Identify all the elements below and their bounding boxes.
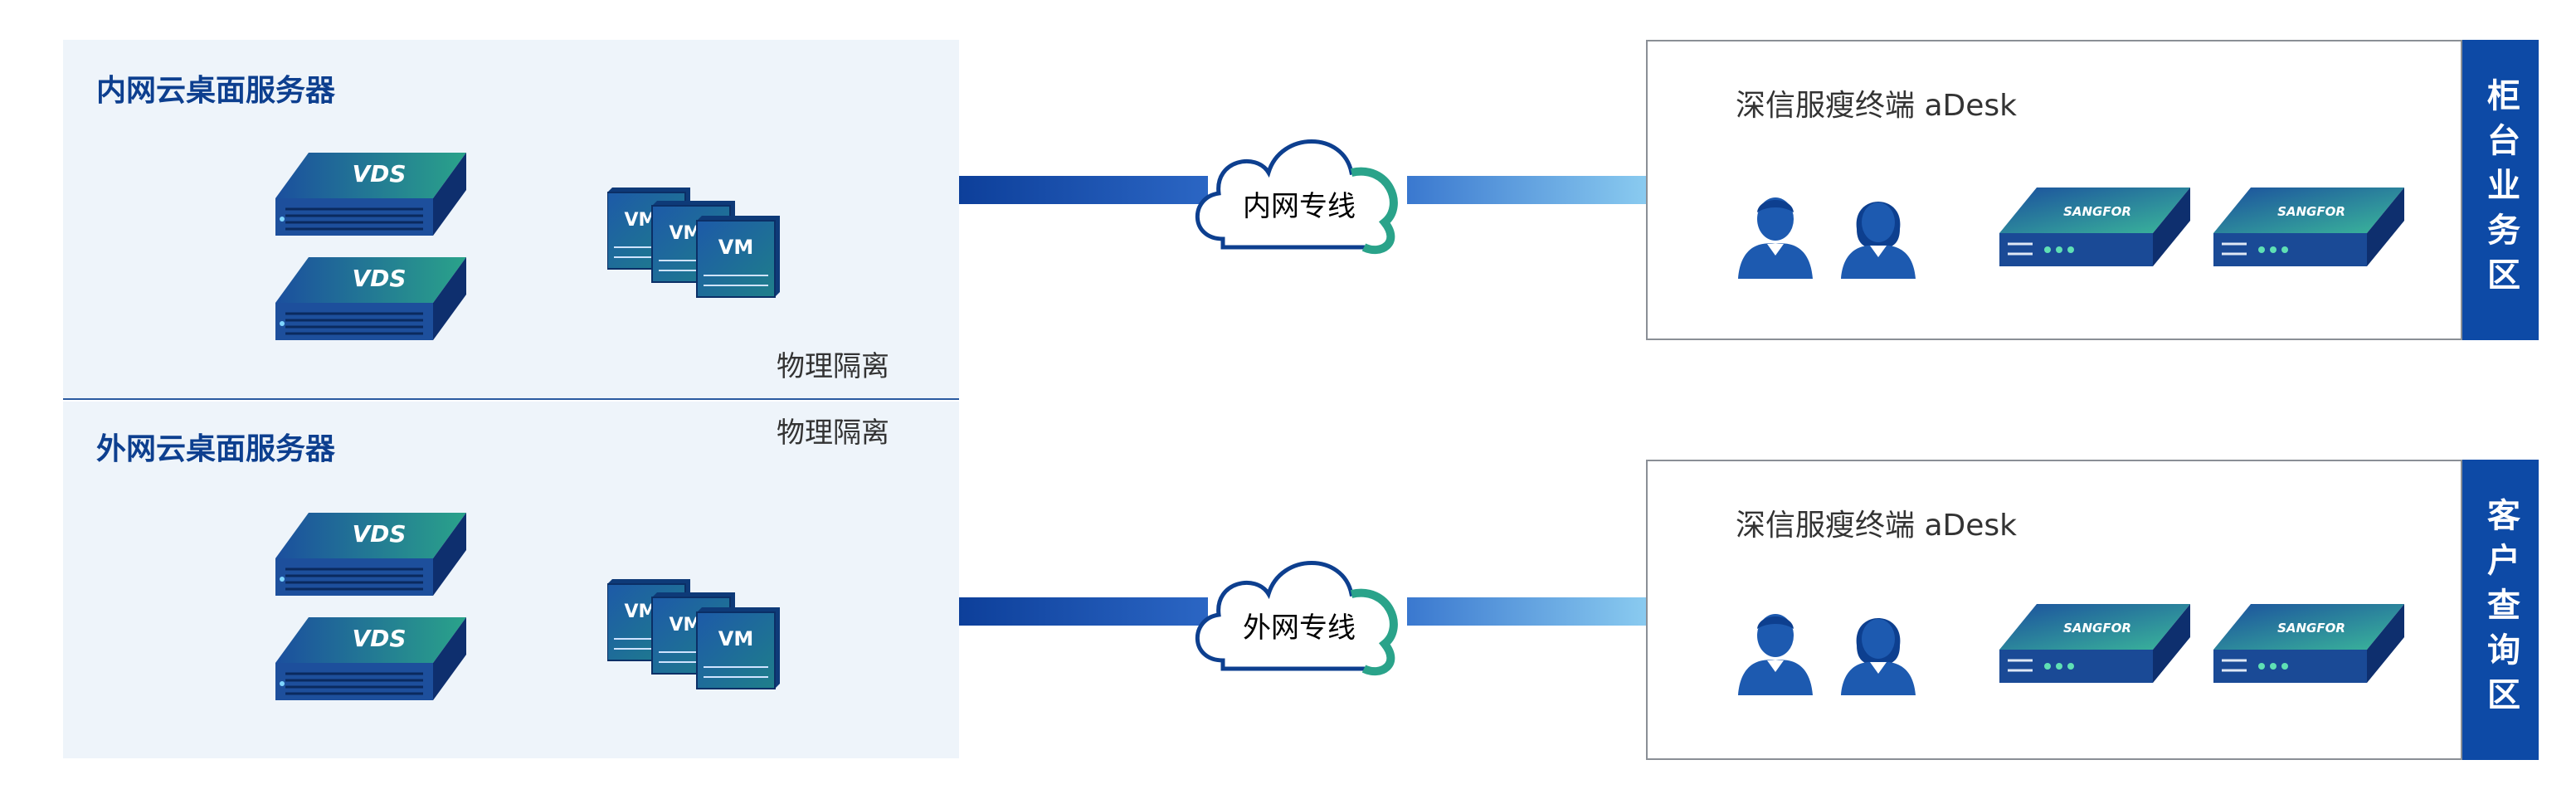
intranet-zone-title: 内网云桌面服务器 <box>96 74 336 108</box>
vm-badge: VM <box>625 602 657 622</box>
isolation-label-top: 物理隔离 <box>777 350 889 383</box>
side-label-customer: 客户查询区 <box>2462 460 2539 760</box>
link-intranet: 内网专线 <box>959 116 1648 265</box>
device-brand: SANGFOR <box>2063 204 2131 219</box>
device-brand: SANGFOR <box>2277 621 2345 636</box>
side-label-text: 柜台业务区 <box>2481 78 2520 302</box>
server-badge: VDS <box>352 520 406 548</box>
link-label: 内网专线 <box>1243 190 1356 223</box>
thin-client-icon: SANGFOR <box>2213 188 2406 268</box>
user-female-icon <box>1841 202 1916 279</box>
thin-client-icon: SANGFOR <box>2213 604 2406 684</box>
server-badge: VDS <box>352 625 406 652</box>
vm-badge: VM <box>670 223 702 244</box>
server-badge: VDS <box>352 265 406 292</box>
thin-client-icon: SANGFOR <box>1999 188 2192 268</box>
device-brand: SANGFOR <box>2277 204 2345 219</box>
vm-icon: VM VM VM <box>607 579 781 689</box>
user-female-icon <box>1841 618 1916 695</box>
extranet-zone <box>63 402 959 758</box>
server-icon: VDS <box>275 153 468 237</box>
vm-badge: VM <box>718 627 753 650</box>
intranet-zone <box>63 40 959 400</box>
isolation-label-bottom: 物理隔离 <box>777 416 889 450</box>
zone-divider <box>63 398 959 400</box>
user-male-icon <box>1738 614 1813 695</box>
terminal-title: 深信服瘦终端 aDesk <box>1736 89 2017 123</box>
vm-icon: VM VM VM <box>607 188 781 298</box>
side-label-counter: 柜台业务区 <box>2462 40 2539 340</box>
link-label: 外网专线 <box>1243 611 1356 645</box>
vm-badge: VM <box>625 210 657 231</box>
server-icon: VDS <box>275 257 468 342</box>
vm-badge: VM <box>718 236 753 259</box>
vm-badge: VM <box>670 615 702 636</box>
server-icon: VDS <box>275 513 468 597</box>
user-male-icon <box>1738 197 1813 279</box>
thin-client-icon: SANGFOR <box>1999 604 2192 684</box>
device-brand: SANGFOR <box>2063 621 2131 636</box>
server-icon: VDS <box>275 617 468 702</box>
side-label-text: 客户查询区 <box>2481 498 2520 722</box>
terminal-title: 深信服瘦终端 aDesk <box>1736 509 2017 543</box>
link-extranet: 外网专线 <box>959 538 1648 687</box>
extranet-zone-title: 外网云桌面服务器 <box>96 432 336 466</box>
server-badge: VDS <box>352 160 406 188</box>
